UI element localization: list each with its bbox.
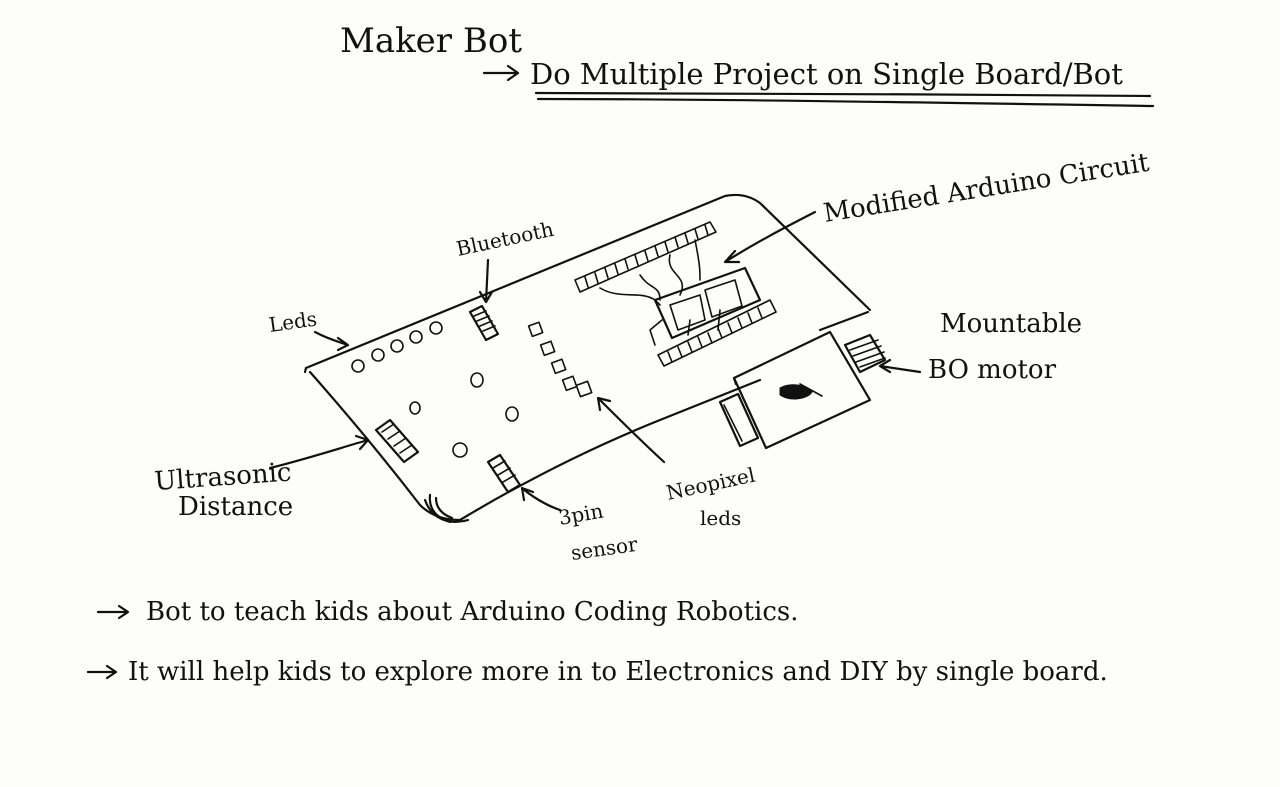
subtitle-group: Do Multiple Project on Single Board/Bot bbox=[482, 57, 1155, 108]
bullet-arrow-icon bbox=[96, 604, 130, 620]
label-distance: Distance bbox=[178, 492, 293, 522]
three-pin-sensor bbox=[486, 453, 522, 494]
label-bo-motor: BO motor bbox=[928, 355, 1057, 385]
bullet-text-1: Bot to teach kids about Arduino Coding R… bbox=[146, 597, 799, 627]
arrow-ultrasonic bbox=[268, 434, 370, 470]
bluetooth-module bbox=[468, 304, 500, 342]
subtitle: Do Multiple Project on Single Board/Bot bbox=[530, 57, 1123, 91]
arduino-circuit bbox=[574, 221, 777, 367]
subtitle-arrow-icon bbox=[482, 64, 520, 82]
arrow-3pin bbox=[520, 486, 562, 512]
board-components bbox=[409, 372, 519, 458]
caster-wheel-icon bbox=[428, 493, 454, 524]
label-modified-circuit: Modified Arduino Circuit bbox=[821, 148, 1151, 229]
label-neopixel: Neopixel bbox=[664, 463, 757, 505]
subtitle-underline-2 bbox=[536, 97, 1155, 108]
bullet-text-2: It will help kids to explore more in to … bbox=[128, 657, 1108, 687]
label-3pin: 3pin bbox=[557, 498, 605, 529]
label-leds: Leds bbox=[267, 306, 318, 336]
bo-motor bbox=[718, 330, 887, 450]
arrow-neopixel bbox=[596, 396, 666, 464]
bullet-arrow-icon bbox=[86, 664, 118, 680]
led-row bbox=[351, 321, 443, 373]
arrow-bluetooth bbox=[478, 258, 494, 304]
label-bluetooth: Bluetooth bbox=[454, 217, 556, 261]
subtitle-underline-1 bbox=[534, 91, 1152, 98]
page-title: Maker Bot bbox=[340, 21, 522, 61]
neopixel-leds bbox=[527, 321, 593, 398]
bullet-2: It will help kids to explore more in to … bbox=[86, 657, 1108, 687]
bot-board bbox=[303, 193, 872, 524]
label-neopixel-leds: leds bbox=[700, 506, 741, 530]
arrow-bo-motor bbox=[878, 358, 922, 374]
label-sensor: sensor bbox=[569, 532, 639, 565]
bullet-1: Bot to teach kids about Arduino Coding R… bbox=[96, 597, 799, 627]
label-mountable: Mountable bbox=[940, 309, 1082, 339]
arrow-leds bbox=[313, 330, 350, 352]
arrow-modified-circuit bbox=[723, 210, 817, 264]
ultrasonic-module bbox=[374, 418, 420, 464]
